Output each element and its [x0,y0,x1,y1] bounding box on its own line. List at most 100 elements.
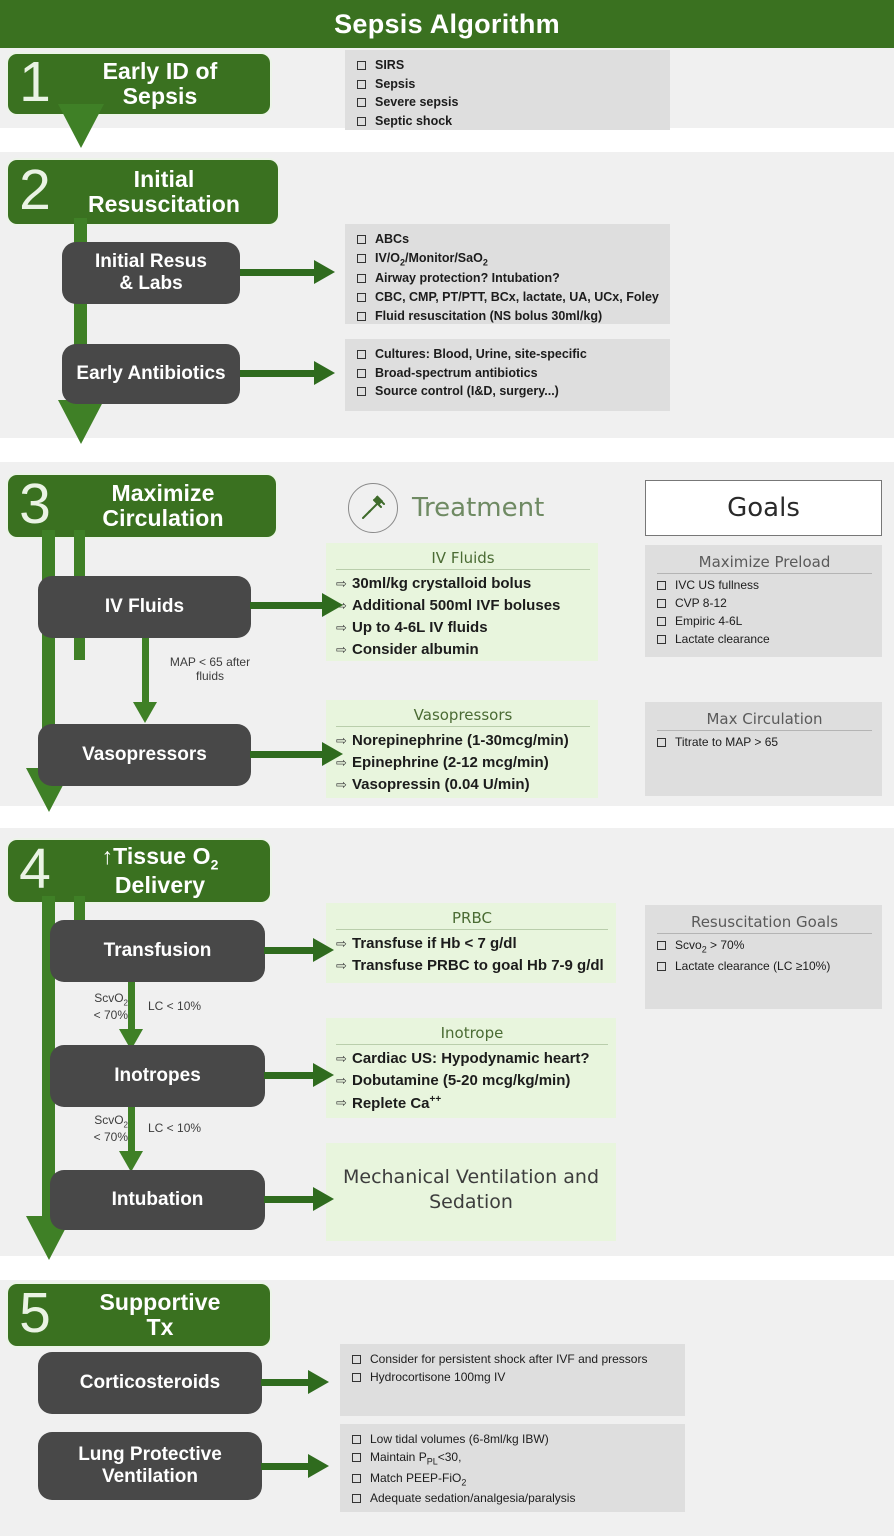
arrow-bullet-icon: ⇨ [336,733,347,748]
checkbox-icon[interactable] [357,274,366,284]
column-header-goals: Goals [645,480,882,536]
checklist-item[interactable]: Broad-spectrum antibiotics [357,366,660,382]
checklist-item[interactable]: SIRS [357,58,660,74]
checklist-item[interactable]: Scvo2 > 70% [657,938,872,956]
checkbox-icon[interactable] [657,635,666,644]
treatment-panel-header: Vasopressors [336,706,590,727]
column-header-goals-label: Goals [727,493,800,523]
checklist-item[interactable]: Lactate clearance [657,632,872,647]
checkbox-icon[interactable] [657,961,666,971]
step-header-1[interactable]: 1 Early ID of Sepsis [8,53,270,114]
node-lung-protective-ventilation[interactable]: Lung Protective Ventilation [38,1432,262,1500]
checklist-item[interactable]: Consider for persistent shock after IVF … [352,1352,675,1367]
checkbox-icon[interactable] [357,368,366,378]
treatment-panel-vasopressors: Vasopressors ⇨Norepinephrine (1-30mcg/mi… [326,700,598,798]
arrow-corticosteroids-to-list [261,1370,329,1394]
step-header-5[interactable]: 5 Supportive Tx [8,1284,270,1346]
checkbox-icon[interactable] [357,61,366,70]
step-label-3: Maximize Circulation [102,480,224,531]
checkbox-icon[interactable] [357,293,366,302]
step-header-3[interactable]: 3 Maximize Circulation [8,475,276,537]
column-header-treatment-label: Treatment [412,493,545,523]
edge-label-map65: MAP < 65 after fluids [169,655,251,684]
checkbox-icon[interactable] [357,311,366,321]
checklist-item[interactable]: Low tidal volumes (6-8ml/kg IBW) [352,1432,675,1447]
arrow-bullet-icon: ⇨ [336,1051,347,1066]
arrow-bullet-icon: ⇨ [336,936,347,951]
node-label: Intubation [111,1189,204,1211]
checkbox-icon[interactable] [352,1453,361,1462]
checkbox-icon[interactable] [657,941,666,950]
checkbox-icon[interactable] [352,1355,361,1364]
checkbox-icon[interactable] [357,235,366,244]
node-label: Early Antibiotics [76,363,226,385]
treatment-panel-prbc: PRBC ⇨Transfuse if Hb < 7 g/dl ⇨Transfus… [326,903,616,983]
checklist-item[interactable]: Adequate sedation/analgesia/paralysis [352,1491,675,1506]
checkbox-icon[interactable] [357,253,366,263]
node-label: Lung Protective Ventilation [78,1444,222,1487]
node-intubation[interactable]: Intubation [50,1170,265,1230]
step-header-4[interactable]: 4 ↑Tissue O2 Delivery [8,840,270,902]
checklist-item[interactable]: Airway protection? Intubation? [357,271,660,287]
node-initial-resus-labs[interactable]: Initial Resus & Labs [62,242,240,304]
checkbox-icon[interactable] [357,116,366,126]
checkbox-icon[interactable] [357,98,366,108]
checkbox-icon[interactable] [657,581,666,590]
checkbox-icon[interactable] [352,1494,361,1504]
edge-label-lc-2: LC < 10% [148,1121,202,1135]
checklist-item[interactable]: Empiric 4-6L [657,614,872,629]
flow-spine-arrow-1 [58,104,104,148]
treatment-item: ⇨Dobutamine (5-20 mcg/kg/min) [336,1072,571,1089]
checkbox-icon[interactable] [657,738,666,747]
checkbox-icon[interactable] [352,1473,361,1483]
arrow-iv-fluids-to-treatment [250,593,343,617]
checkbox-icon[interactable] [352,1435,361,1444]
node-label: Transfusion [103,940,212,962]
checkbox-icon[interactable] [357,350,366,359]
checkbox-icon[interactable] [357,387,366,397]
checklist-item[interactable]: CBC, CMP, PT/PTT, BCx, lactate, UA, UCx,… [357,290,660,306]
checklist-item[interactable]: Hydrocortisone 100mg IV [352,1370,675,1385]
checkbox-icon[interactable] [357,79,366,89]
arrow-inotropes-to-intubation [119,1107,143,1172]
checkbox-icon[interactable] [657,617,666,626]
checklist-item[interactable]: Match PEEP-FiO2 [352,1471,675,1489]
node-inotropes[interactable]: Inotropes [50,1045,265,1107]
node-corticosteroids[interactable]: Corticosteroids [38,1352,262,1414]
checklist-item[interactable]: IVC US fullness [657,578,872,593]
checklist-item[interactable]: Titrate to MAP > 65 [657,735,872,750]
checklist-item[interactable]: Fluid resuscitation (NS bolus 30ml/kg) [357,309,660,325]
checkbox-icon[interactable] [352,1373,361,1382]
checklist-item[interactable]: Source control (I&D, surgery...) [357,384,660,400]
arrow-vasopressors-to-treatment [250,742,343,766]
checklist-text-peep: Match PEEP-FiO2 [370,1470,467,1488]
checklist-item[interactable]: ABCs [357,232,660,248]
treatment-panel-header: Inotrope [336,1024,608,1045]
checklist-item[interactable]: Maintain PPL<30, [352,1450,675,1468]
checklist-item[interactable]: Cultures: Blood, Urine, site-specific [357,347,660,363]
treatment-item: ⇨30ml/kg crystalloid bolus [336,575,532,592]
step-header-2[interactable]: 2 Initial Resuscitation [8,160,278,224]
flow-spine-arrow-2 [58,400,104,444]
node-label: Inotropes [114,1065,201,1087]
checklist-item[interactable]: Severe sepsis [357,95,660,111]
step-number-4: 4 [19,836,51,901]
node-iv-fluids[interactable]: IV Fluids [38,576,251,638]
mech-vent-text: Mechanical Ventilation and Sedation [342,1166,600,1213]
checkbox-icon[interactable] [657,599,666,608]
goal-panel-max-circulation: Max Circulation Titrate to MAP > 65 [645,702,882,796]
checklist-item[interactable]: CVP 8-12 [657,596,872,611]
checklist-item[interactable]: IV/O2/Monitor/SaO2 [357,251,660,269]
syringe-glyph [362,495,385,519]
arrow-bullet-icon: ⇨ [336,777,347,792]
checklist-item[interactable]: Sepsis [357,77,660,93]
treatment-panel-inotrope: Inotrope ⇨Cardiac US: Hypodynamic heart?… [326,1018,616,1118]
checklist-item[interactable]: Lactate clearance (LC ≥10%) [657,959,872,974]
node-vasopressors[interactable]: Vasopressors [38,724,251,786]
node-transfusion[interactable]: Transfusion [50,920,265,982]
node-early-antibiotics[interactable]: Early Antibiotics [62,344,240,404]
goal-panel-resuscitation-goals: Resuscitation Goals Scvo2 > 70% Lactate … [645,905,882,1009]
arrow-iv-fluids-to-vasopressors [133,638,157,723]
checklist-item[interactable]: Septic shock [357,114,660,130]
treatment-item: ⇨Epinephrine (2-12 mcg/min) [336,754,590,772]
